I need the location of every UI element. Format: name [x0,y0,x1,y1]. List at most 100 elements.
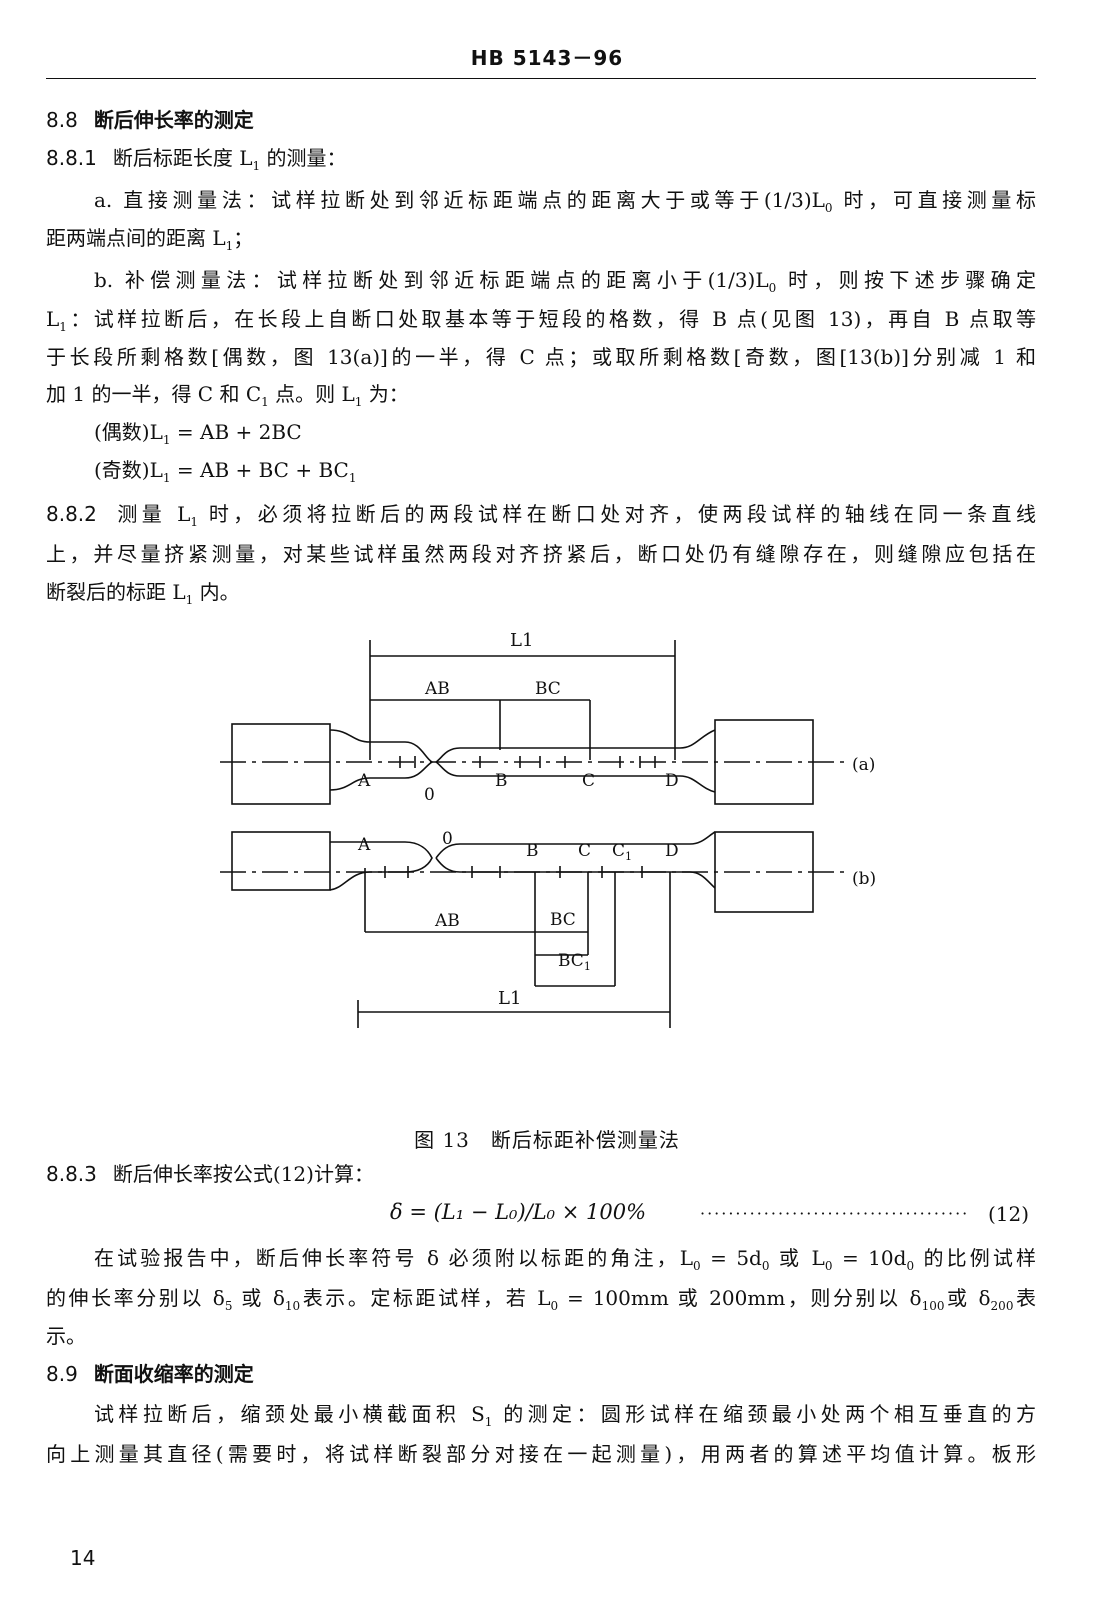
text: 时，则按下述步骤确定 [776,268,1036,292]
text: 为： [362,382,409,406]
subscript: 0 [768,281,777,294]
subscript: 100 [921,1299,945,1312]
paragraph-a-line-2: 距两端点间的距离 L1； [46,224,253,252]
section-8-8-3: 8.8.3 断后伸长率按公式(12)计算： [46,1160,374,1188]
paragraph-b-line-1: b. 补偿测量法：试样拉断处到邻近标距端点的距离小于(1/3)L0 时，则按下述… [94,266,1036,294]
point-b-C: C [578,841,591,861]
section-8-8-heading: 8.8 断后伸长率的测定 [46,106,254,134]
subscript: 1 [162,433,171,447]
subscript: 1 [348,471,357,485]
text: 表示。定标距试样，若 L [300,1286,551,1310]
text: 的测量： [260,146,347,170]
figure-13-diagram: L1 AB BC A 0 B C D (a) [220,630,876,1028]
subscript: 10 [284,1299,301,1312]
text: = 5d [700,1246,762,1270]
formula-even: (偶数)L1 = AB + 2BC [94,418,302,446]
section-number: 8.9 [46,1362,78,1386]
section-8-8-2-line-2: 上，并尽量挤紧测量，对某些试样虽然两段对齐挤紧后，断口处仍有缝隙存在，则缝隙应包… [46,542,1036,566]
document-header: HB 5143－96 [470,46,624,70]
point-b-B: B [526,841,539,861]
text: 测量 L [112,502,191,526]
formula-leader-dots: ········································… [700,1204,970,1223]
text: L [46,307,60,331]
paragraph-883-line-1: 在试验报告中，断后伸长率符号 δ 必须附以标距的角注，L0 = 5d0 或 L0… [94,1244,1036,1272]
point-a-B: B [495,771,508,791]
text: 的伸长率分别以 δ [46,1286,225,1310]
paragraph-b-line-4: 加 1 的一半，得 C 和 C1 点。则 L1 为： [46,380,409,408]
point-b-C1: C1 [612,841,632,863]
text: 的测定：圆形试样在缩颈最小处两个相互垂直的方 [492,1402,1036,1426]
section-8-8-2-line-3: 断裂后的标距 L1 内。 [46,578,240,606]
text: 距两端点间的距离 L [46,226,226,250]
text: = AB + BC + BC [170,458,349,482]
text: 加 1 的一半，得 C 和 C [46,382,262,406]
specimen-a [220,719,850,805]
text: 的比例试样 [914,1246,1036,1270]
section-title: 断后伸长率的测定 [93,108,254,132]
header-rule [46,78,1036,79]
text: 断后伸长率按公式(12)计算： [112,1162,374,1186]
text: ； [233,226,254,250]
subscript: 1 [252,159,261,173]
subscript: 1 [261,395,269,409]
point-b-0: 0 [442,829,453,849]
paragraph-883-line-3: 示。 [46,1324,86,1348]
paragraph-b-line-2: L1：试样拉断后，在长段上自断口处取基本等于短段的格数，得 B 点(见图 13)… [46,305,1036,333]
text: ：试样拉断后，在长段上自断口处取基本等于短段的格数，得 B 点(见图 13)，再… [66,307,1036,331]
section-number: 8.8.2 [46,502,97,526]
point-b-D: D [665,841,679,861]
paragraph-883-line-2: 的伸长率分别以 δ5 或 δ10表示。定标距试样，若 L0 = 100mm 或 … [46,1284,1036,1312]
paragraph-b-line-3: 于长段所剩格数[偶数，图 13(a)]的一半，得 C 点；或取所剩格数[奇数，图… [46,345,1036,369]
label-b-tag: (b) [852,869,876,889]
formula-12: δ = (L₁ − L₀)/L₀ × 100% [390,1200,647,1224]
section-title: 断面收缩率的测定 [93,1362,254,1386]
section-number: 8.8.1 [46,146,97,170]
text: 试样拉断后，缩颈处最小横截面积 S [94,1402,485,1426]
label-a-BC: BC [535,679,561,699]
subscript: 1 [225,239,234,253]
subscript: 1 [162,471,171,485]
text: 或 δ [944,1286,991,1310]
subscript: 1 [59,320,67,333]
subscript: 5 [224,1299,233,1312]
text: 或 L [769,1246,825,1270]
text: = 10d [832,1246,907,1270]
text: 时，必须将拉断后的两段试样在断口处对齐，使两段试样的轴线在同一条直线 [198,502,1036,526]
subscript: 0 [692,1259,701,1272]
subscript: 0 [824,201,833,214]
text: 断后标距长度 L [112,146,253,170]
diagram-b-dimensions [357,868,671,1028]
figure-caption: 图 13 断后标距补偿测量法 [414,1128,680,1152]
subscript: 1 [484,1415,493,1428]
label-a-tag: (a) [852,755,875,775]
subscript: 200 [990,1299,1014,1312]
paragraph-a-line-1: a. 直接测量法：试样拉断处到邻近标距端点的距离大于或等于(1/3)L0 时，可… [94,186,1036,214]
label-a-L1: L1 [510,630,533,651]
label-b-AB: AB [434,911,460,931]
diagram-a-dimensions [369,640,676,760]
point-a-0: 0 [424,785,435,805]
text: b. 补偿测量法：试样拉断处到邻近标距端点的距离小于(1/3)L [94,268,769,292]
text: 在试验报告中，断后伸长率符号 δ 必须附以标距的角注，L [94,1246,693,1270]
subscript: 0 [761,1259,770,1272]
label-b-L1: L1 [498,988,521,1009]
text: 点。则 L [268,382,355,406]
subscript: 0 [906,1259,915,1272]
label-a-AB: AB [424,679,450,699]
formula-odd: (奇数)L1 = AB + BC + BC1 [94,456,356,484]
point-a-A: A [357,771,371,791]
formula-number: (12) [988,1202,1030,1226]
section-8-9-heading: 8.9 断面收缩率的测定 [46,1360,254,1388]
point-a-C: C [582,771,595,791]
section-number: 8.8 [46,108,78,132]
paragraph-89-line-1: 试样拉断后，缩颈处最小横截面积 S1 的测定：圆形试样在缩颈最小处两个相互垂直的… [94,1400,1036,1428]
subscript: 1 [185,593,194,607]
point-b-A: A [357,835,371,855]
subscript: 0 [824,1259,833,1272]
text: 或 δ [232,1286,285,1310]
section-number: 8.8.3 [46,1162,97,1186]
page-number: 14 [70,1546,96,1570]
text: (偶数)L [94,420,163,444]
